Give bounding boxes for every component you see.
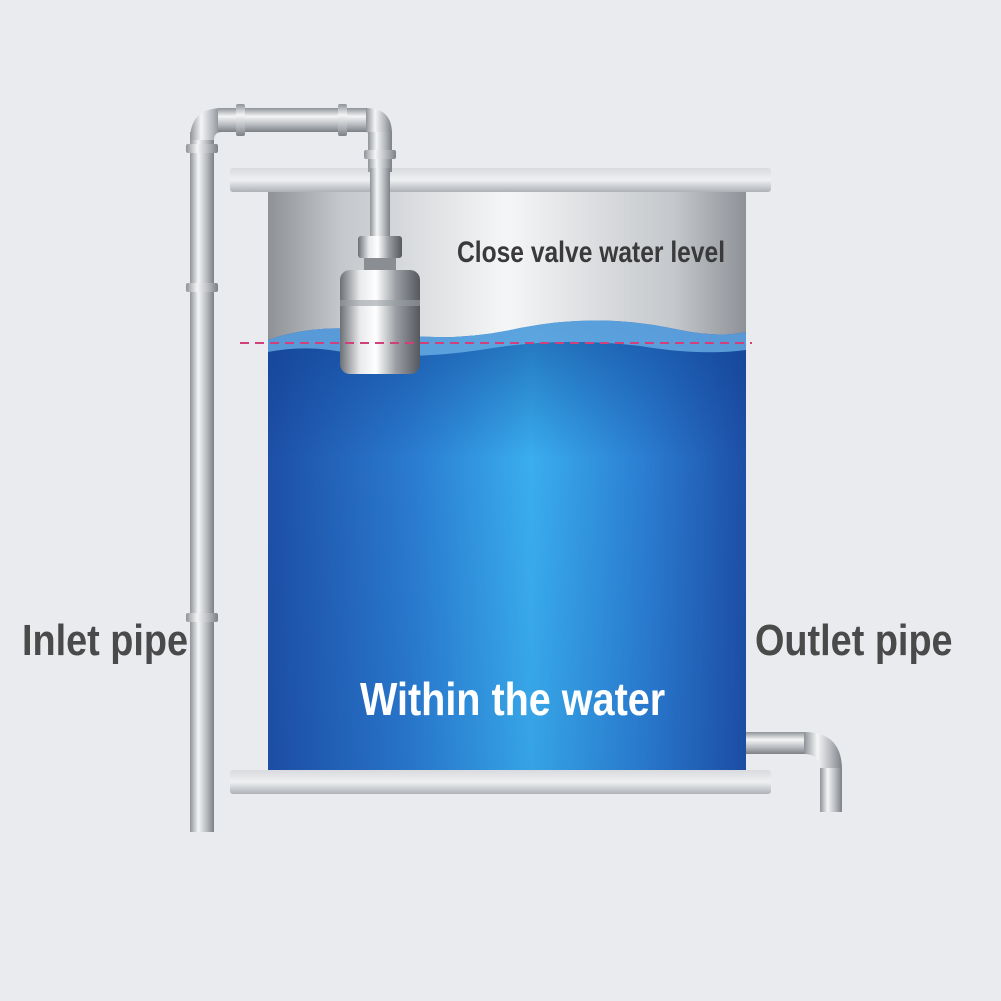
close-valve-level-label: Close valve water level <box>457 236 726 269</box>
inlet-pipe-label: Inlet pipe <box>22 616 189 665</box>
inlet-pipe <box>186 104 396 832</box>
water-tank <box>230 168 771 794</box>
tank-bottom-rim <box>230 770 771 794</box>
outlet-pipe <box>746 732 842 812</box>
within-water-label: Within the water <box>360 673 666 725</box>
outlet-pipe-label: Outlet pipe <box>755 616 953 665</box>
float-ball-valve-icon <box>340 236 420 374</box>
water-shade <box>268 320 746 780</box>
tank-top-rim <box>230 168 771 192</box>
